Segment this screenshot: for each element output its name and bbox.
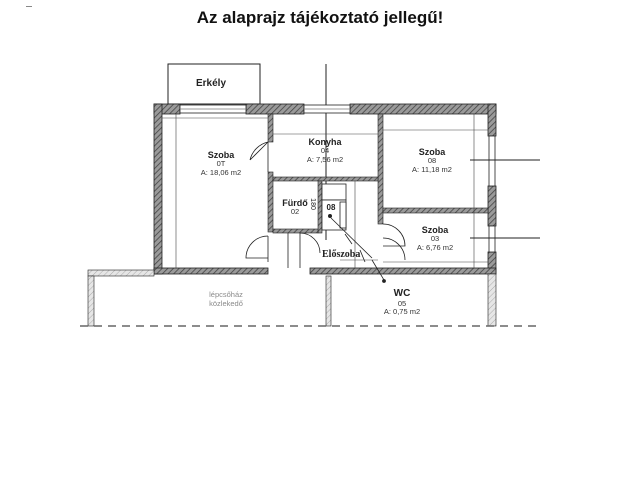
doors xyxy=(245,141,406,268)
room-number: 04 xyxy=(320,146,330,156)
room-name: Fürdő xyxy=(282,198,308,208)
room-number: 03 xyxy=(430,234,440,244)
room-label-erkely: Erkély xyxy=(196,78,227,89)
page-title: Az alaprajz tájékoztató jellegű! xyxy=(196,8,444,27)
room-name: Szoba xyxy=(418,147,446,157)
room-name: Konyha xyxy=(308,137,342,147)
room-label-szoba-03: Szoba 03 A: 6,76 m2 xyxy=(400,225,470,253)
stairwell xyxy=(80,269,540,327)
room-number: 0T xyxy=(216,159,226,169)
room-label-szoba-07: Szoba 0T A: 18,06 m2 xyxy=(186,150,256,178)
room-label-wc: WC 05 A: 0,75 m2 xyxy=(372,288,432,317)
room-area: A: 0,75 m2 xyxy=(383,307,421,317)
closet-fixtures xyxy=(321,183,347,231)
closet-number: 08 xyxy=(326,203,336,212)
room-label-szoba-08: Szoba 08 A: 11,18 m2 xyxy=(397,147,467,175)
room-label-eloszoba: Előszoba xyxy=(322,249,361,260)
balcony xyxy=(167,63,261,105)
room-label-lepcsohaz: lépcsőház közlekedő xyxy=(196,290,256,308)
stair-line-1: lépcsőház xyxy=(209,290,243,299)
interior-walls xyxy=(267,113,489,234)
windows xyxy=(179,104,496,253)
leader-lines xyxy=(330,217,386,283)
room-name: Szoba xyxy=(207,150,235,160)
stair-line-2: közlekedő xyxy=(209,299,243,308)
furdo-side-number: 180 xyxy=(309,198,317,210)
room-label-konyha: Konyha 04 A: 7,56 m2 xyxy=(290,137,360,165)
room-name: WC xyxy=(393,288,411,299)
corner-mark xyxy=(26,6,32,7)
room-label-furdo: Fürdő 02 xyxy=(274,198,316,217)
room-area: A: 7,56 m2 xyxy=(306,154,344,164)
room-area: A: 11,18 m2 xyxy=(412,164,452,174)
finish-lines xyxy=(162,114,488,268)
room-number: 02 xyxy=(290,207,300,217)
room-number: 05 xyxy=(397,298,407,308)
room-name: Szoba xyxy=(421,225,449,235)
room-area: A: 18,06 m2 xyxy=(200,167,242,177)
section-arrows xyxy=(470,159,540,239)
room-number: 08 xyxy=(427,156,437,166)
room-area: A: 6,76 m2 xyxy=(416,242,454,252)
